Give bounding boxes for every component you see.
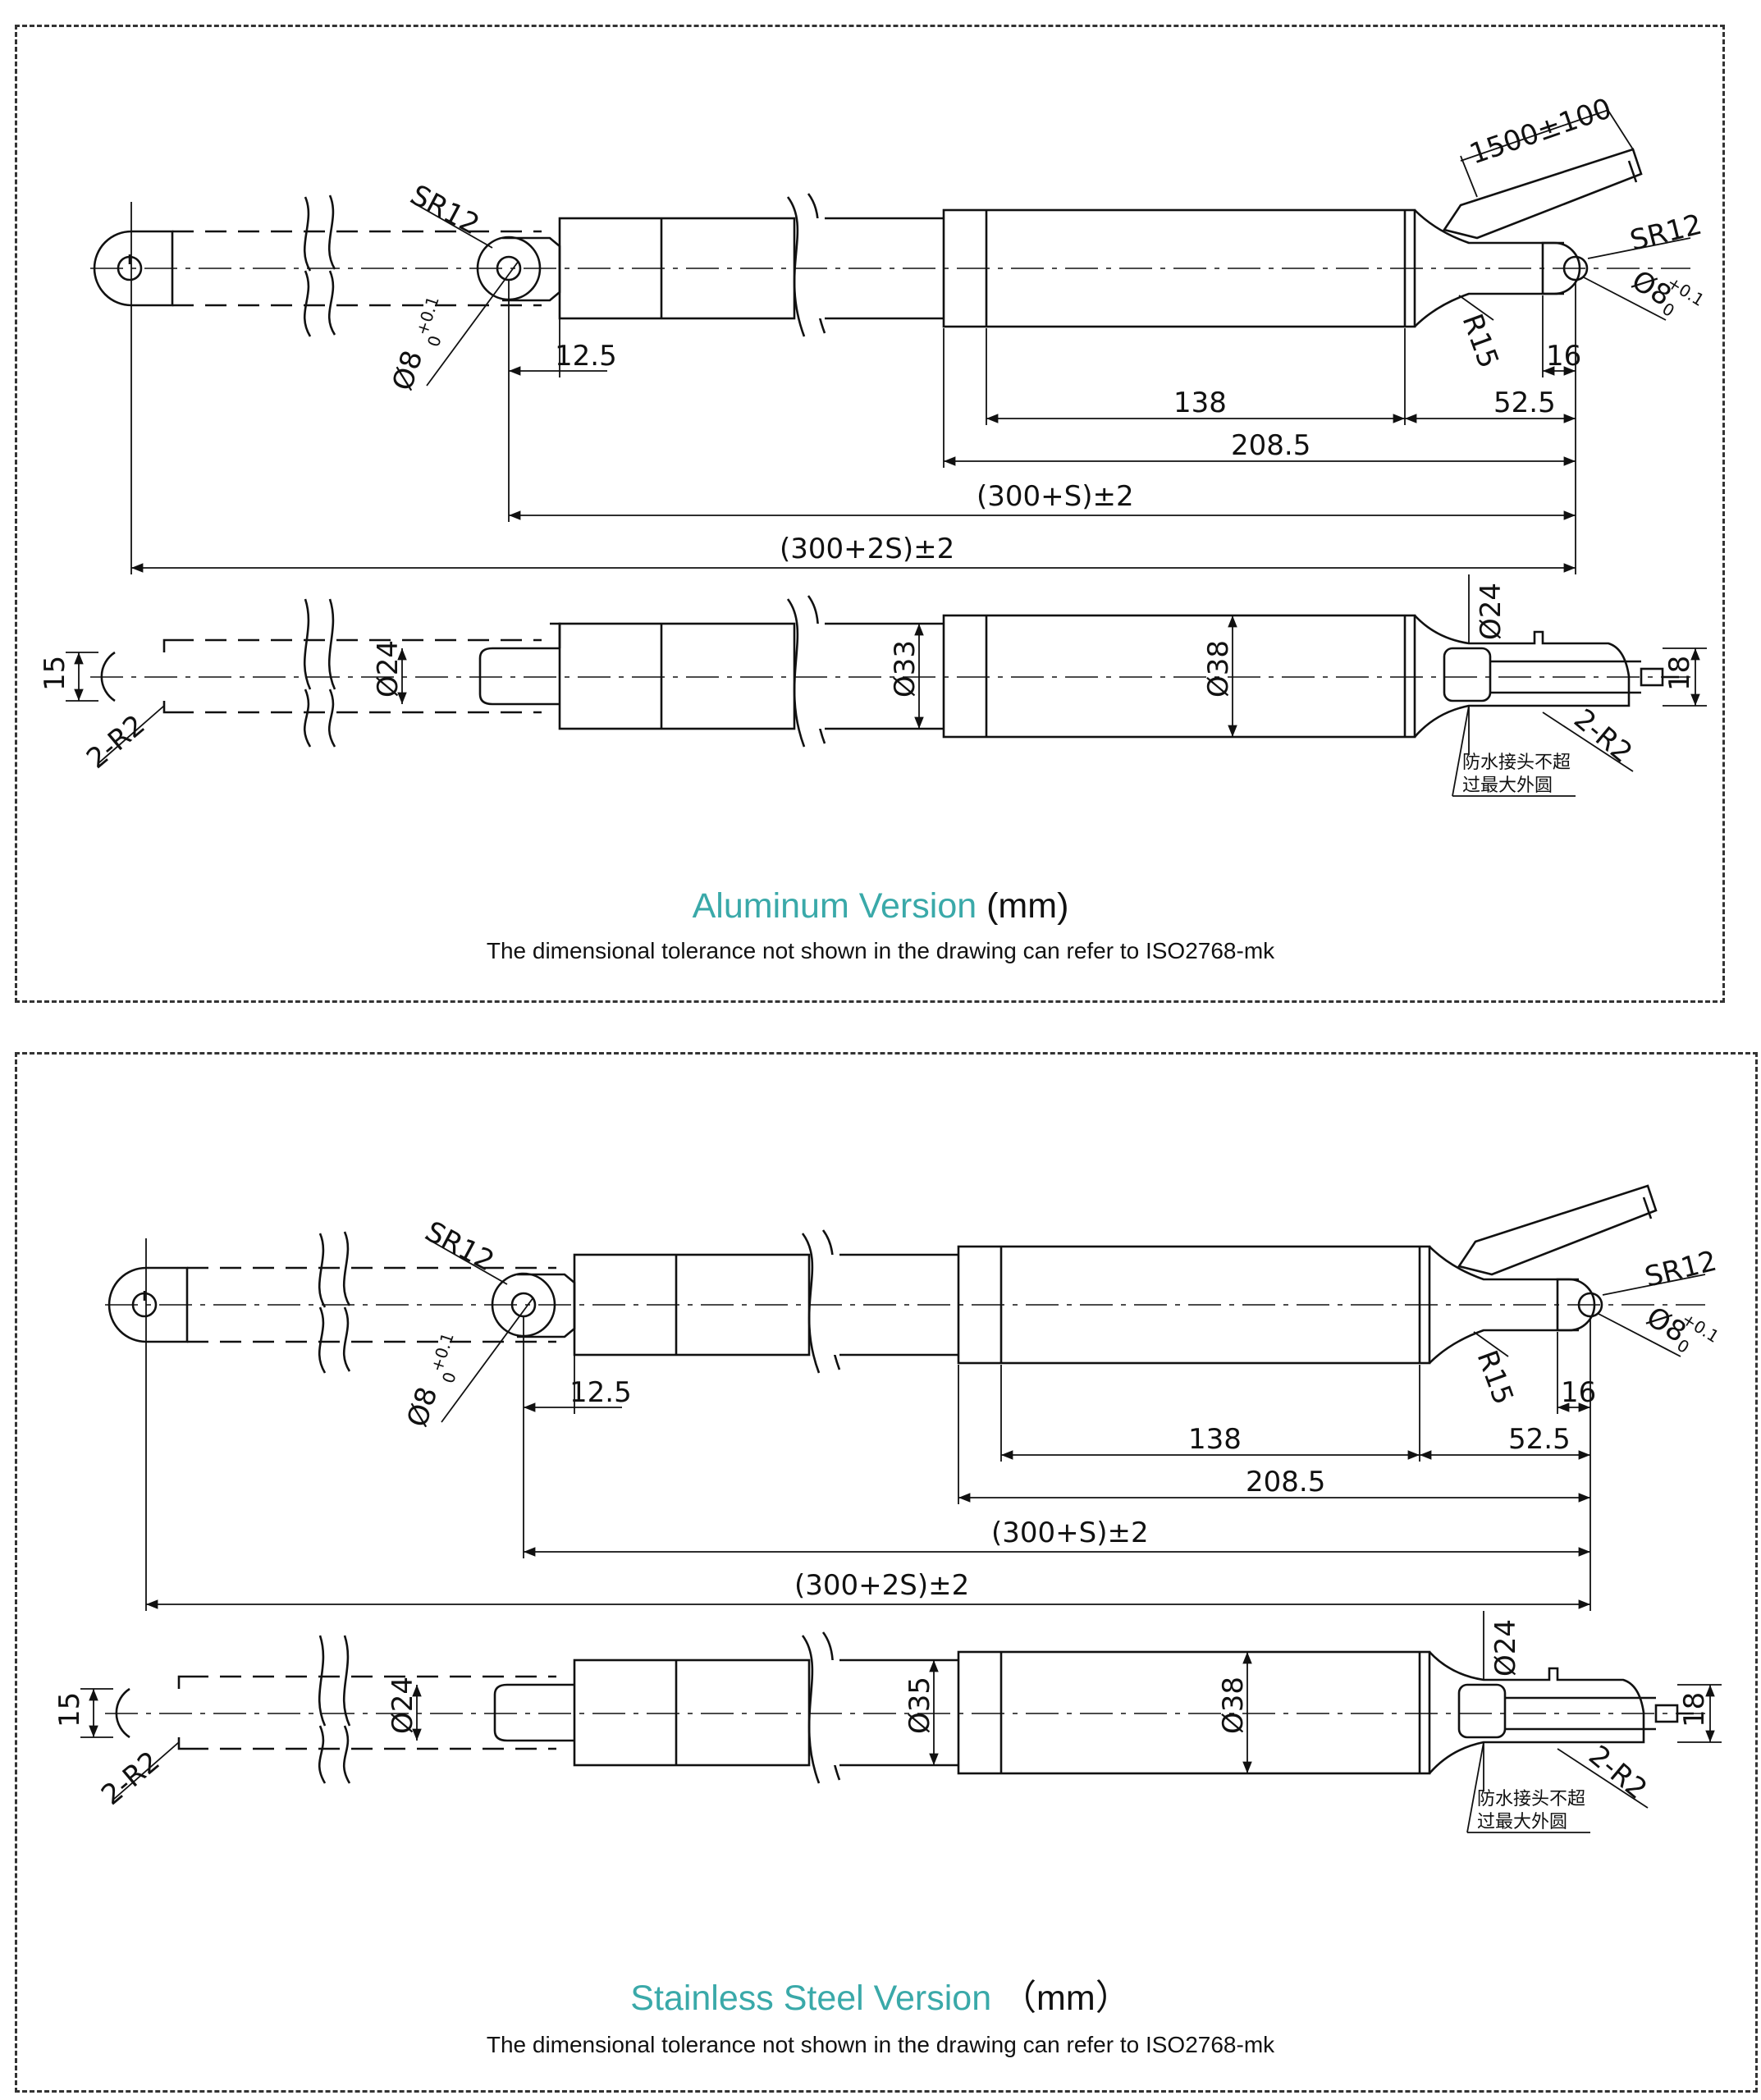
side-dimensions	[130, 109, 1691, 574]
top-dimensions	[66, 574, 1707, 797]
note-cn-1: 防水接头不超	[1462, 753, 1571, 773]
dia-38: Ø38	[1217, 1677, 1250, 1734]
aluminum-version-panel	[15, 25, 1725, 1003]
dia-24-end: Ø24	[1489, 1619, 1522, 1677]
hole-left-tol-zero: 0	[438, 1370, 460, 1386]
dim-16: 16	[1561, 1376, 1596, 1409]
aluminum-caption: Aluminum Version (mm) The dimensional to…	[0, 886, 1761, 964]
dim-retracted: (300+S)±2	[977, 480, 1134, 513]
side-view	[105, 1184, 1705, 1374]
note-cn-1: 防水接头不超	[1477, 1789, 1585, 1809]
hole-left-tol-plus: +0.1	[412, 294, 443, 338]
stainless-steel-drawing: SR12 SR12 Ø8 +0.1 0 Ø8 +0.1 0 R15 12.5 1…	[53, 1184, 1722, 1833]
dim-12-5: 12.5	[569, 1376, 632, 1409]
aluminum-unit: (mm)	[986, 886, 1069, 926]
stainless-title-line: Stainless Steel Version （mm）	[0, 1970, 1761, 2020]
radius-2-right: 2-R2	[1582, 1739, 1653, 1806]
radius-15-label: R15	[1471, 1346, 1520, 1409]
dia-tube: Ø33	[889, 640, 922, 698]
stainless-tolerance-note: The dimensional tolerance not shown in t…	[486, 2032, 1275, 2057]
sr-right-label: SR12	[1627, 208, 1706, 258]
dim-retracted: (300+S)±2	[991, 1517, 1149, 1549]
hole-left-label: Ø8	[387, 346, 430, 394]
radius-2-left: 2-R2	[80, 708, 151, 775]
stainless-caption: Stainless Steel Version （mm） The dimensi…	[0, 1970, 1761, 2058]
dim-extended: (300+2S)±2	[780, 533, 954, 565]
hole-left-tol-plus: +0.1	[427, 1330, 458, 1375]
dim-52-5: 52.5	[1493, 387, 1556, 419]
dia-tube: Ø35	[903, 1677, 936, 1734]
dim-138: 138	[1173, 387, 1227, 419]
radius-2-left: 2-R2	[95, 1745, 166, 1812]
side-view	[90, 148, 1690, 337]
aluminum-drawing: 1500±100 SR12 SR12 Ø8 +0.1 0 Ø8 +0.1 0 R…	[39, 92, 1708, 797]
dim-52-5: 52.5	[1508, 1423, 1571, 1456]
stainless-unit: （mm）	[1001, 1979, 1131, 2018]
dim-138: 138	[1188, 1423, 1242, 1456]
dim-18: 18	[1678, 1692, 1711, 1727]
cable-length-label: 1500±100	[1466, 92, 1616, 171]
note-cn-2: 过最大外圆	[1477, 1812, 1567, 1832]
stainless-steel-version-panel	[15, 1052, 1758, 2093]
dim-16: 16	[1546, 340, 1581, 373]
dim-208-5: 208.5	[1231, 429, 1310, 462]
aluminum-title: Aluminum Version	[692, 886, 977, 926]
dim-15: 15	[39, 656, 71, 691]
hole-left-tol-zero: 0	[423, 333, 446, 350]
dim-208-5: 208.5	[1246, 1466, 1325, 1498]
radius-15-label: R15	[1456, 309, 1505, 373]
aluminum-title-line: Aluminum Version (mm)	[0, 886, 1761, 926]
dia-38: Ø38	[1202, 640, 1235, 698]
dia-24-rod: Ø24	[372, 640, 405, 698]
top-dimensions	[80, 1611, 1722, 1833]
dia-24-rod: Ø24	[387, 1677, 419, 1734]
side-dimensions	[145, 1237, 1706, 1611]
dim-15: 15	[53, 1692, 86, 1727]
sr-right-label: SR12	[1642, 1245, 1721, 1294]
stainless-title: Stainless Steel Version	[630, 1979, 992, 2018]
dim-12-5: 12.5	[555, 340, 617, 373]
dia-24-end: Ø24	[1475, 583, 1507, 640]
dim-18: 18	[1663, 656, 1696, 691]
radius-2-right: 2-R2	[1567, 702, 1638, 770]
note-cn-2: 过最大外圆	[1462, 775, 1553, 796]
aluminum-tolerance-note: The dimensional tolerance not shown in t…	[486, 938, 1275, 963]
dim-extended: (300+2S)±2	[794, 1569, 969, 1602]
hole-left-label: Ø8	[401, 1383, 445, 1430]
